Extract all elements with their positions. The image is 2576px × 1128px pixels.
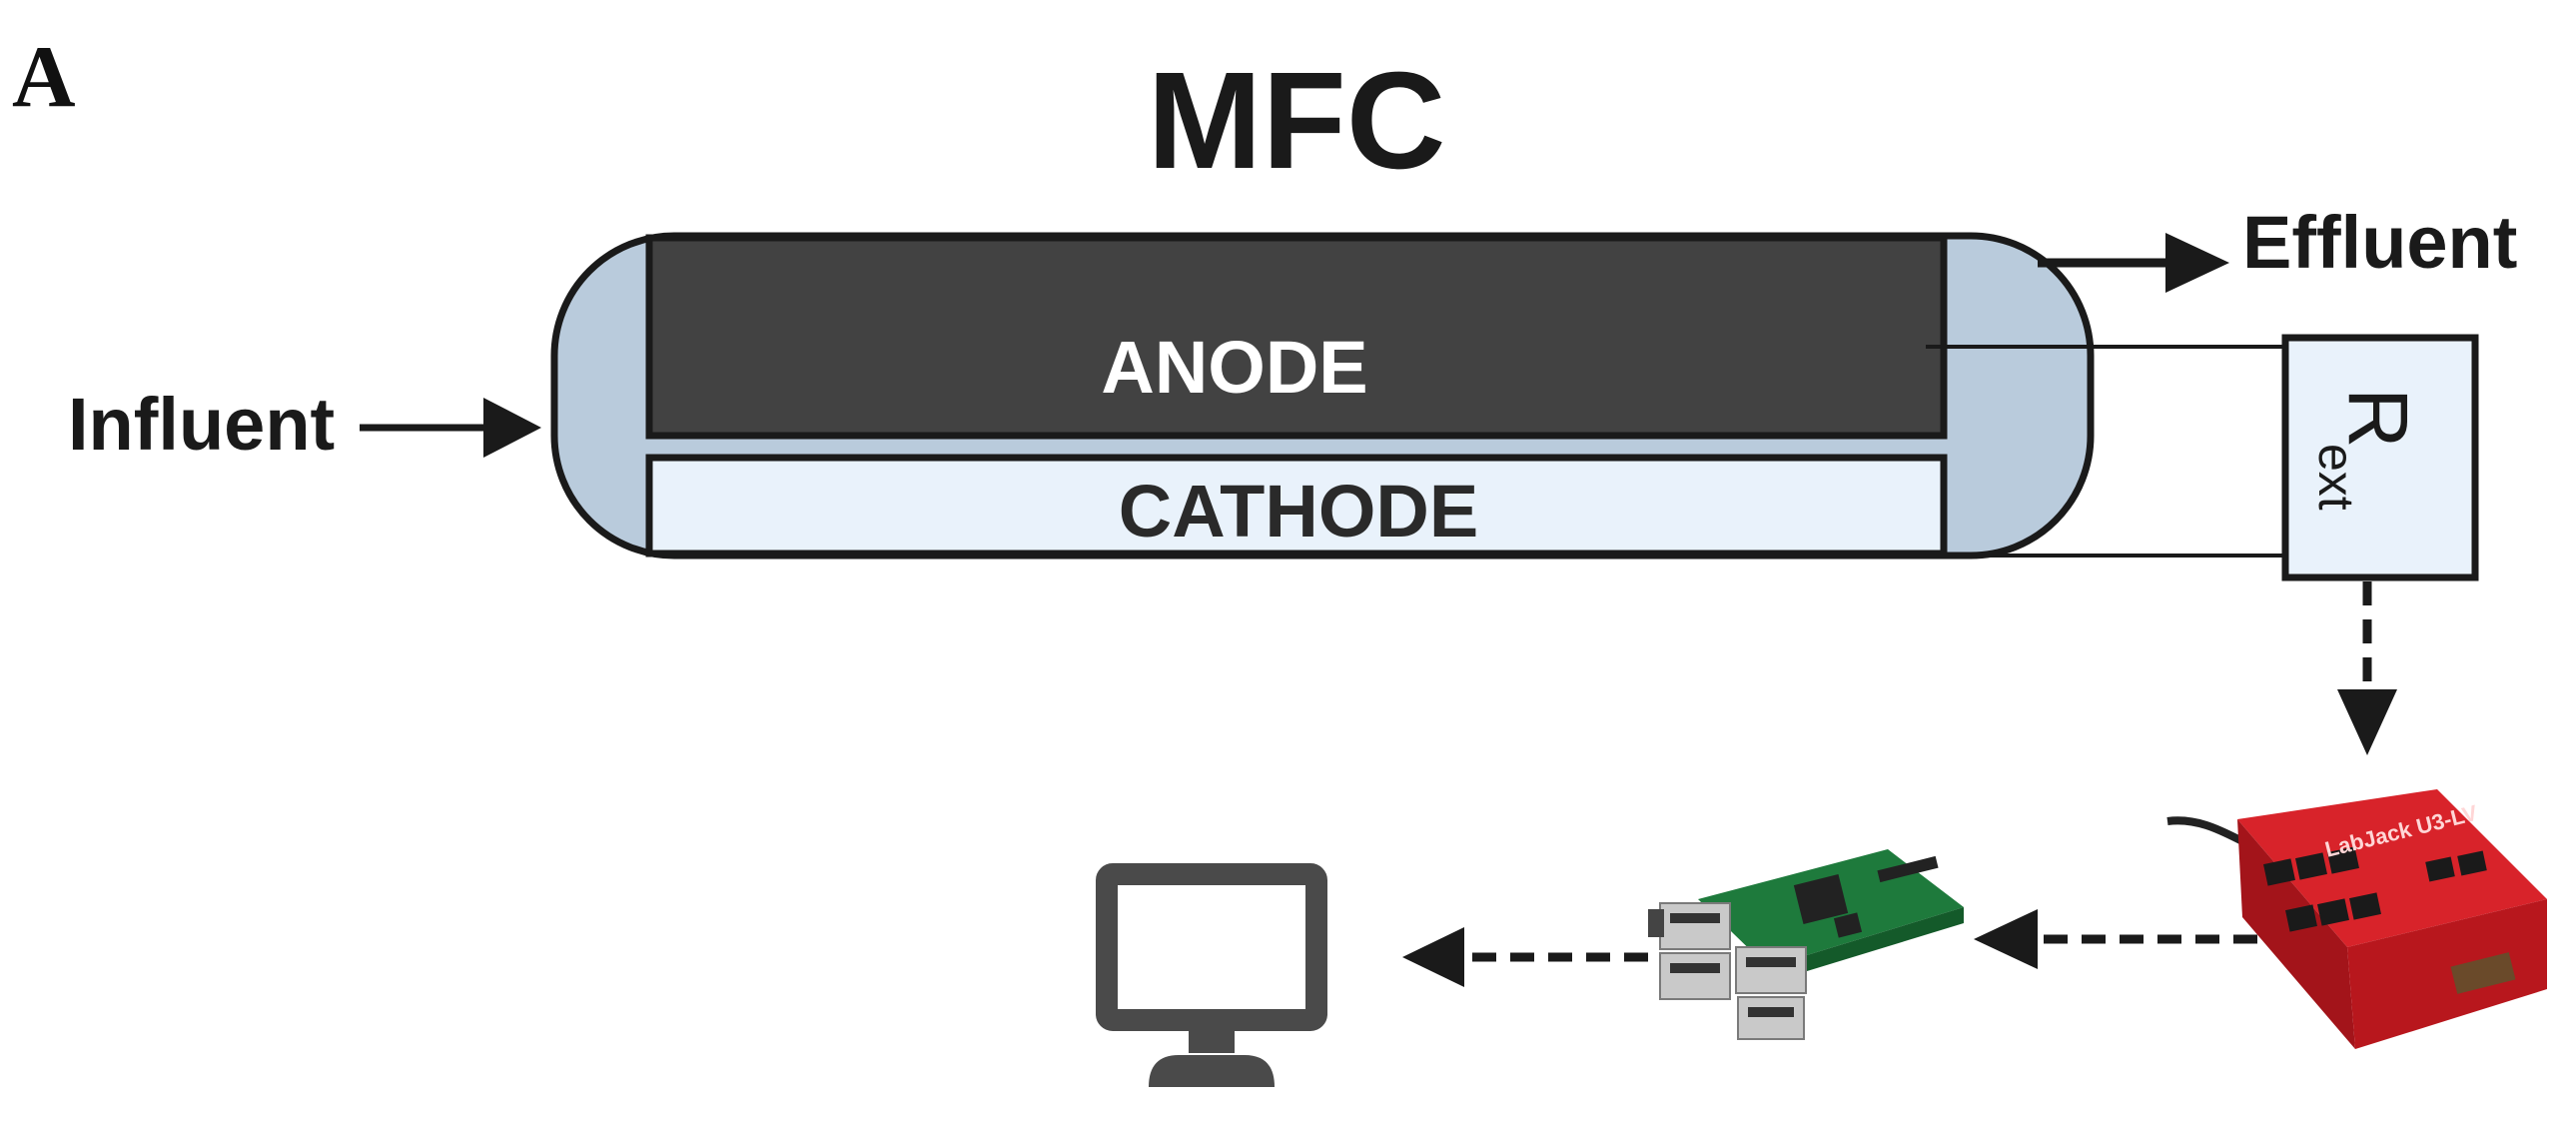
signal-arrowhead-down [2337,689,2397,755]
cathode-label: CATHODE [1119,470,1478,553]
raspberry-pi-board [1648,849,1964,1040]
signal-arrowhead-left-2 [1402,927,1464,987]
diagram-title: MFC [1148,44,1446,198]
external-resistor: R ext [2281,334,2479,581]
anode-label: ANODE [1101,326,1367,409]
monitor-icon [1096,863,1327,1087]
anode-electrode [645,234,1948,440]
resistor-subscript: ext [2308,444,2364,511]
labjack-device: LabJack U3-LV [2166,789,2547,1049]
cathode-electrode [645,454,1948,558]
influent-arrowhead [483,398,541,458]
resistor-symbol: R [2331,388,2425,449]
mfc-reactor: ANODE CATHODE [550,232,2095,560]
influent-label: Influent [68,383,335,466]
effluent-arrowhead [2165,233,2229,293]
signal-arrowhead-left-1 [1974,909,2038,969]
effluent-label: Effluent [2242,201,2517,284]
panel-label: A [12,29,76,126]
